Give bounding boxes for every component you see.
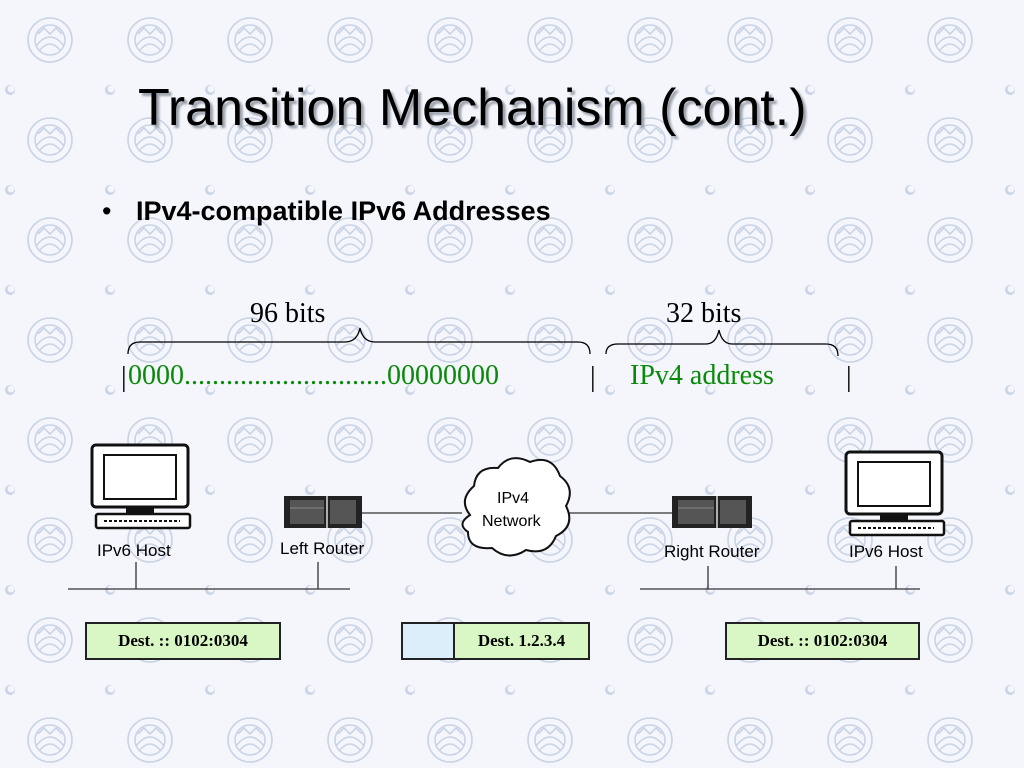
prefix-bits-label: 96 bits (250, 298, 326, 329)
suffix-bits-label: 32 bits (666, 298, 742, 329)
right-host-icon (844, 450, 946, 537)
middle-packet: Dest. 1.2.3.4 (453, 622, 590, 660)
right-router-icon (672, 496, 752, 528)
cloud-label-line2: Network (482, 513, 541, 530)
left-packet: Dest. :: 0102:0304 (85, 622, 281, 660)
bullet-item: • IPv4-compatible IPv6 Addresses (102, 196, 551, 227)
right-packet: Dest. :: 0102:0304 (725, 622, 920, 660)
left-host-label: IPv6 Host (97, 541, 171, 560)
bullet-dot: • (102, 196, 112, 226)
suffix-brace (605, 329, 839, 357)
right-host-label: IPv6 Host (849, 542, 923, 561)
zeros-field: 0000.............................0000000… (128, 360, 499, 391)
cloud-label-line1: IPv4 (497, 490, 530, 507)
prefix-brace (127, 327, 591, 355)
slide-title: Transition Mechanism (cont.) (138, 79, 807, 137)
field-separator: | (121, 362, 127, 393)
left-router-icon (284, 496, 362, 528)
field-separator: | (590, 362, 596, 393)
field-separator: | (846, 362, 852, 393)
right-router-label: Right Router (664, 542, 760, 561)
left-host-icon (90, 443, 192, 530)
ipv4-address-field: IPv4 address (630, 360, 774, 391)
bullet-text: IPv4-compatible IPv6 Addresses (136, 196, 551, 226)
ipv4-header-box (401, 622, 455, 660)
left-router-label: Left Router (280, 539, 365, 558)
